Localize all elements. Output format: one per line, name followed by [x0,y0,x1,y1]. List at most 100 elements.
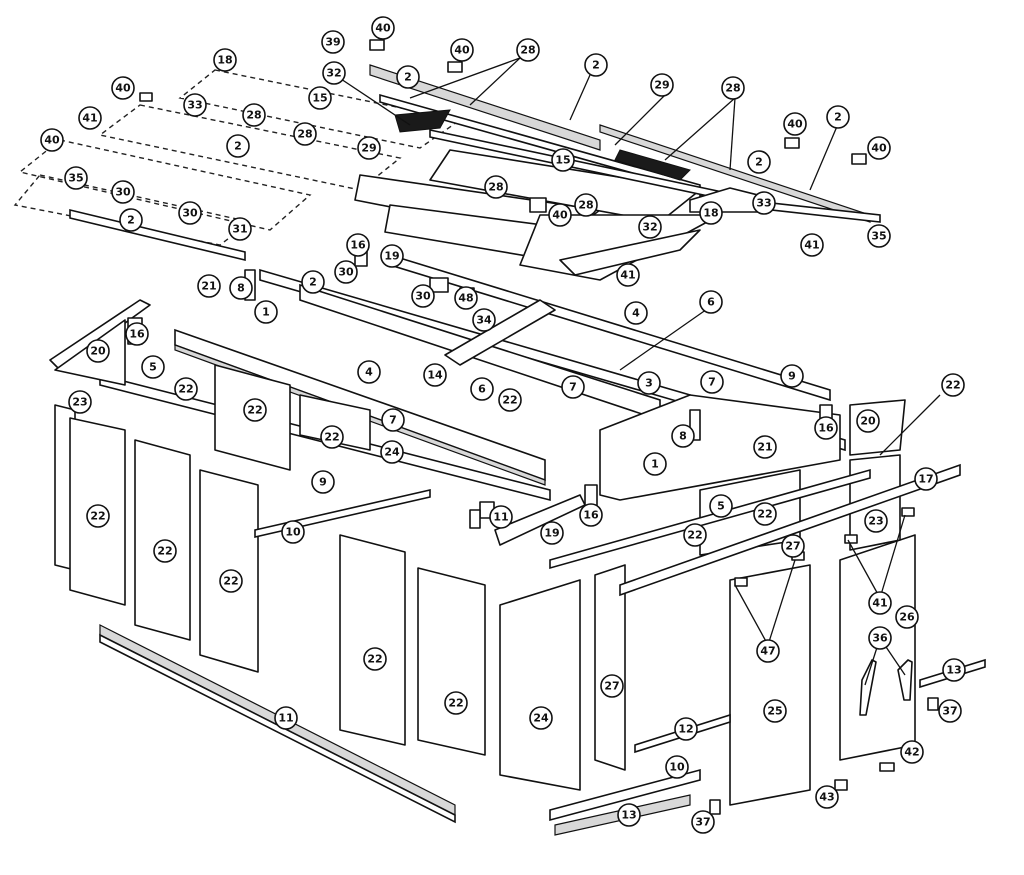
callout-bubble: 30 [334,260,358,284]
svg-text:10: 10 [285,526,301,539]
svg-text:29: 29 [361,142,376,155]
callout-bubble: 1 [254,300,278,324]
svg-text:32: 32 [326,67,341,80]
callout-bubble: 10 [281,520,305,544]
callout-bubble: 43 [815,785,839,809]
svg-text:39: 39 [325,36,340,49]
callout-bubble: 41 [800,233,824,257]
callout-bubble: 8 [229,276,253,300]
svg-text:23: 23 [868,515,883,528]
callout-bubble: 29 [357,136,381,160]
callout-bubble: 29 [650,73,674,97]
svg-text:22: 22 [178,383,193,396]
ridge-cap [394,109,451,133]
callout-bubble: 15 [308,86,332,110]
svg-text:2: 2 [234,140,242,153]
callout-bubble: 28 [516,38,540,62]
callout-bubble: 15 [551,148,575,172]
svg-text:21: 21 [201,280,216,293]
callout-bubble: 42 [900,740,924,764]
callout-bubble: 2 [747,150,771,174]
svg-text:40: 40 [44,134,60,147]
svg-text:10: 10 [669,761,685,774]
svg-text:16: 16 [350,239,366,252]
svg-text:17: 17 [918,473,933,486]
callout-bubble: 8 [671,424,695,448]
callout-bubble: 28 [484,175,508,199]
svg-text:28: 28 [488,181,503,194]
callout-bubble: 2 [119,208,143,232]
svg-text:25: 25 [767,705,782,718]
svg-text:48: 48 [458,292,473,305]
callout-bubble: 41 [78,106,102,130]
callout-bubble: 16 [579,503,603,527]
svg-text:24: 24 [384,446,400,459]
svg-text:19: 19 [384,250,399,263]
svg-text:33: 33 [756,197,771,210]
svg-text:22: 22 [324,431,339,444]
svg-text:5: 5 [149,361,157,374]
svg-text:1: 1 [262,306,270,319]
callout-bubble: 41 [868,591,892,615]
svg-text:16: 16 [818,422,834,435]
svg-text:21: 21 [757,441,772,454]
svg-text:27: 27 [785,540,800,553]
callout-bubble: 31 [228,217,252,241]
callout-bubble: 2 [826,105,850,129]
svg-text:9: 9 [788,370,796,383]
callout-bubble: 28 [721,76,745,100]
svg-text:22: 22 [157,545,172,558]
callout-bubble: 39 [321,30,345,54]
svg-text:11: 11 [493,511,508,524]
callout-bubble: 6 [699,290,723,314]
svg-text:13: 13 [621,809,636,822]
callout-bubble: 40 [450,38,474,62]
callout-bubble: 30 [411,284,435,308]
callout-bubble: 14 [423,363,447,387]
svg-text:40: 40 [375,22,391,35]
callout-bubble: 40 [783,112,807,136]
roof-beams [369,64,881,223]
svg-text:9: 9 [319,476,327,489]
callout-bubble: 16 [346,233,370,257]
callout-bubble: 40 [548,203,572,227]
callout-bubble: 19 [540,521,564,545]
svg-text:6: 6 [707,296,715,309]
callout-bubble: 13 [617,803,641,827]
callout-bubble: 5 [709,494,733,518]
callout-bubble: 40 [40,128,64,152]
callout-bubble: 41 [616,263,640,287]
svg-text:20: 20 [90,345,106,358]
svg-text:30: 30 [182,207,198,220]
callout-bubble: 34 [472,308,496,332]
callout-bubble: 28 [242,103,266,127]
svg-text:37: 37 [942,705,957,718]
svg-text:22: 22 [367,653,382,666]
svg-text:35: 35 [871,230,886,243]
svg-text:22: 22 [687,529,702,542]
svg-text:40: 40 [454,44,470,57]
callout-bubble: 2 [301,270,325,294]
callout-bubble: 32 [322,61,346,85]
callout-bubble: 1 [643,452,667,476]
ridge-cap-right [614,149,691,181]
callout-bubble: 40 [371,16,395,40]
svg-text:28: 28 [297,128,312,141]
svg-text:41: 41 [872,597,887,610]
svg-text:33: 33 [187,99,202,112]
callout-bubble: 22 [363,647,387,671]
svg-text:30: 30 [115,186,131,199]
callout-bubble: 11 [489,505,513,529]
svg-text:11: 11 [278,712,293,725]
svg-text:8: 8 [679,430,687,443]
callout-bubble: 24 [380,440,404,464]
callout-bubble: 25 [763,699,787,723]
svg-text:40: 40 [552,209,568,222]
svg-text:19: 19 [544,527,559,540]
callout-bubble: 48 [454,286,478,310]
callout-bubble: 35 [64,166,88,190]
callout-bubble: 6 [470,377,494,401]
callout-bubble: 19 [380,244,404,268]
svg-text:42: 42 [904,746,919,759]
svg-text:2: 2 [834,111,842,124]
